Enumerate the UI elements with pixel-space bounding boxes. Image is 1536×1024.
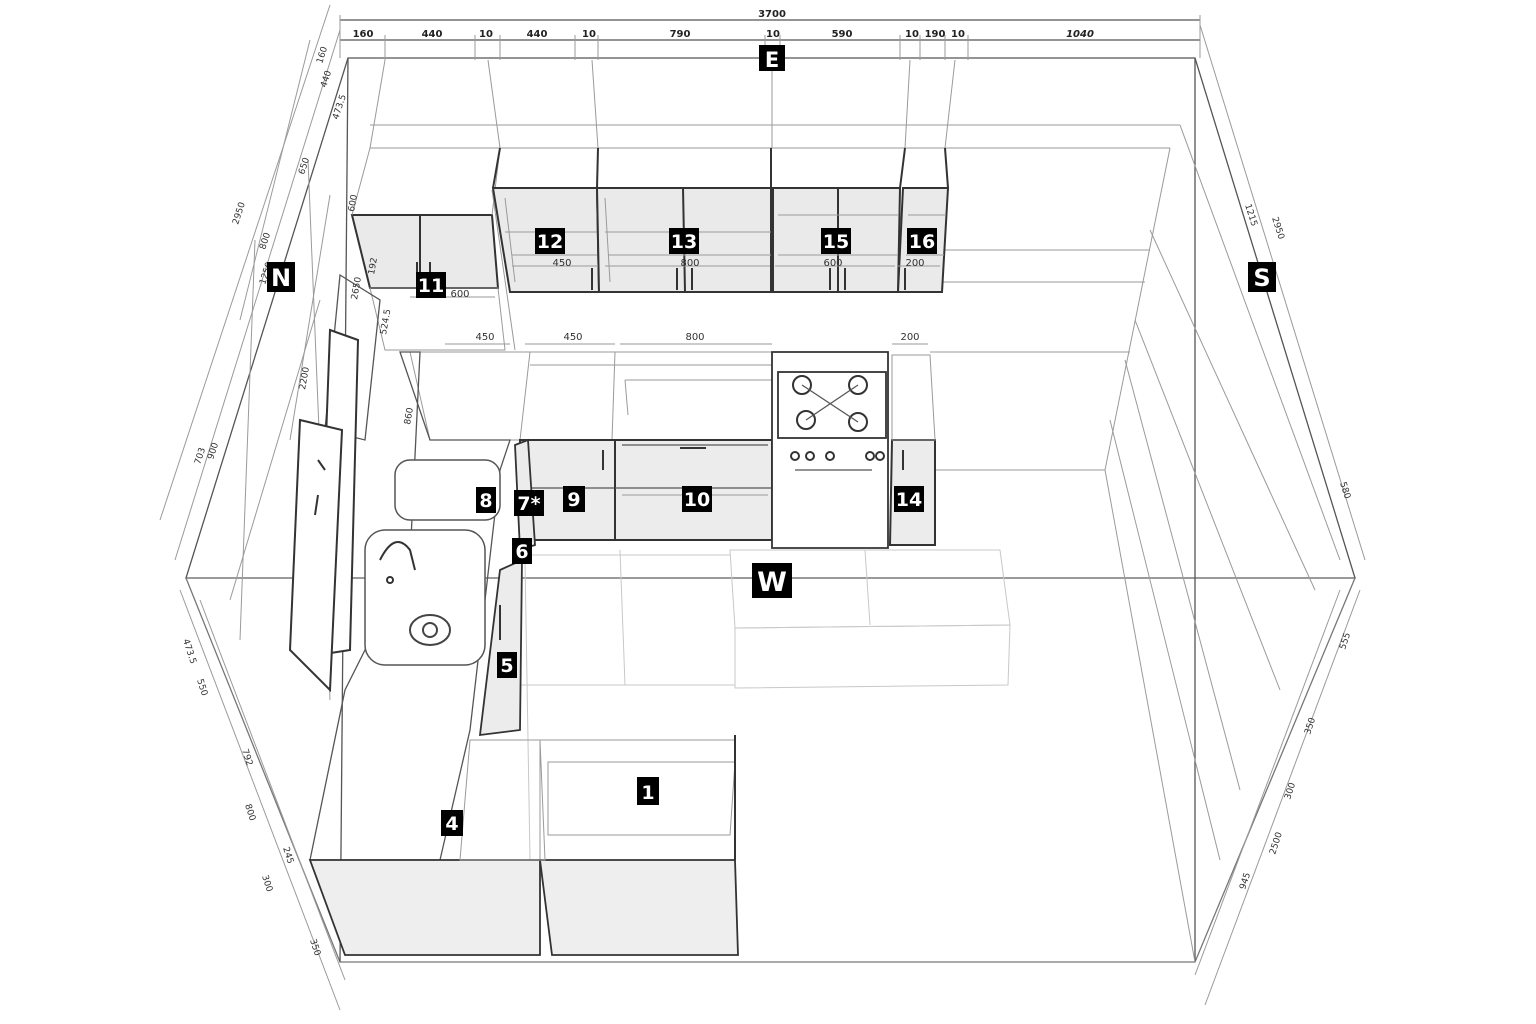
ndim-5: 600 xyxy=(347,194,360,213)
compass-north-label: N xyxy=(271,264,291,292)
compass-west-label: W xyxy=(757,567,787,598)
ndim-10: 800 xyxy=(258,231,273,251)
width-c11: 600 xyxy=(450,289,469,300)
cabinet-label-7: 7* xyxy=(517,493,540,515)
cabinet-label-4: 4 xyxy=(445,813,458,835)
compass-north: N xyxy=(267,262,295,292)
ndim-7: 2650 xyxy=(350,276,364,301)
cabinet-label-11: 11 xyxy=(418,275,444,297)
ndim-16: 473.5 xyxy=(180,638,197,666)
cabinet-label-5: 5 xyxy=(500,655,513,677)
dim-seg-1: 160 xyxy=(353,29,374,40)
dim-total-width: 3700 xyxy=(758,9,786,20)
cabinet-label-15: 15 xyxy=(823,231,849,253)
dim-seg-10: 190 xyxy=(925,29,946,40)
dim-seg-6: 790 xyxy=(670,29,691,40)
ndim-12: 860 xyxy=(403,407,416,426)
dim-seg-11: 10 xyxy=(951,29,965,40)
ndim-9: 192 xyxy=(367,257,380,276)
ndim-3: 473.5 xyxy=(331,93,348,121)
ndim-20: 300 xyxy=(259,874,274,894)
width-c16: 200 xyxy=(905,258,924,269)
top-dimension-lines: 3700 160 440 10 440 10 790 10 590 10 190… xyxy=(339,9,1201,60)
cabinet-label-16: 16 xyxy=(909,231,935,253)
ndim-1: 160 xyxy=(315,45,330,65)
width-c15: 600 xyxy=(823,258,842,269)
compass-south-label: S xyxy=(1253,264,1270,292)
ndim-4: 2950 xyxy=(231,201,248,226)
ndim-21: 245 xyxy=(280,846,295,865)
dim-seg-7: 10 xyxy=(766,29,780,40)
sdim-4: 555 xyxy=(1338,631,1353,650)
dim-seg-9: 10 xyxy=(905,29,919,40)
width-base-450-a: 450 xyxy=(475,332,494,343)
cabinet-label-13: 13 xyxy=(671,231,697,253)
dim-seg-5: 10 xyxy=(582,29,596,40)
width-base-200: 200 xyxy=(900,332,919,343)
ndim-8: 524.5 xyxy=(379,308,393,335)
width-c12: 450 xyxy=(552,258,571,269)
width-base-800: 800 xyxy=(685,332,704,343)
sdim-2: 2950 xyxy=(1269,216,1286,241)
south-wall-dims: 1215 2950 580 555 350 300 2500 945 xyxy=(1194,24,1366,1006)
cabinet-label-6: 6 xyxy=(515,541,528,563)
cabinet-label-14: 14 xyxy=(896,489,922,511)
dim-seg-3: 10 xyxy=(479,29,493,40)
ndim-18: 792 xyxy=(239,748,254,767)
cabinet-label-10: 10 xyxy=(684,489,710,511)
compass-south: S xyxy=(1248,262,1276,292)
dim-seg-2: 440 xyxy=(422,29,443,40)
dim-seg-8: 590 xyxy=(832,29,853,40)
ndim-15: 2200 xyxy=(298,366,312,391)
compass-east: E xyxy=(759,45,785,72)
cabinet-label-8: 8 xyxy=(479,490,492,512)
ndim-14: 900 xyxy=(206,441,221,461)
ndim-2: 440 xyxy=(319,69,334,89)
room-box xyxy=(185,57,1356,963)
ndim-17: 550 xyxy=(194,678,209,698)
width-c13: 800 xyxy=(680,258,699,269)
ndim-19: 800 xyxy=(242,803,257,823)
sdim-3: 580 xyxy=(1337,481,1352,501)
north-wall-run xyxy=(288,273,739,956)
sdim-5: 350 xyxy=(1303,716,1318,736)
sdim-7: 2500 xyxy=(1268,831,1285,856)
upper-cabinets xyxy=(350,147,950,351)
width-base-450-b: 450 xyxy=(563,332,582,343)
cabinet-label-9: 9 xyxy=(567,489,580,511)
compass-west: W xyxy=(752,563,792,598)
cabinet-width-dims: 450 800 600 200 600 450 450 800 200 xyxy=(410,258,940,345)
ndim-22: 350 xyxy=(307,938,322,958)
west-ghost-cabinets xyxy=(520,549,1011,861)
cabinet-label-1: 1 xyxy=(641,782,654,804)
cabinet-labels: 1 4 5 6 7* 8 9 10 11 12 13 14 15 16 xyxy=(416,228,937,836)
compass-east-label: E xyxy=(765,48,779,72)
dim-seg-4: 440 xyxy=(527,29,548,40)
sdim-6: 300 xyxy=(1283,781,1298,801)
dim-seg-12: 1040 xyxy=(1066,29,1094,40)
cabinet-label-12: 12 xyxy=(537,231,563,253)
sdim-8: 945 xyxy=(1238,871,1253,890)
